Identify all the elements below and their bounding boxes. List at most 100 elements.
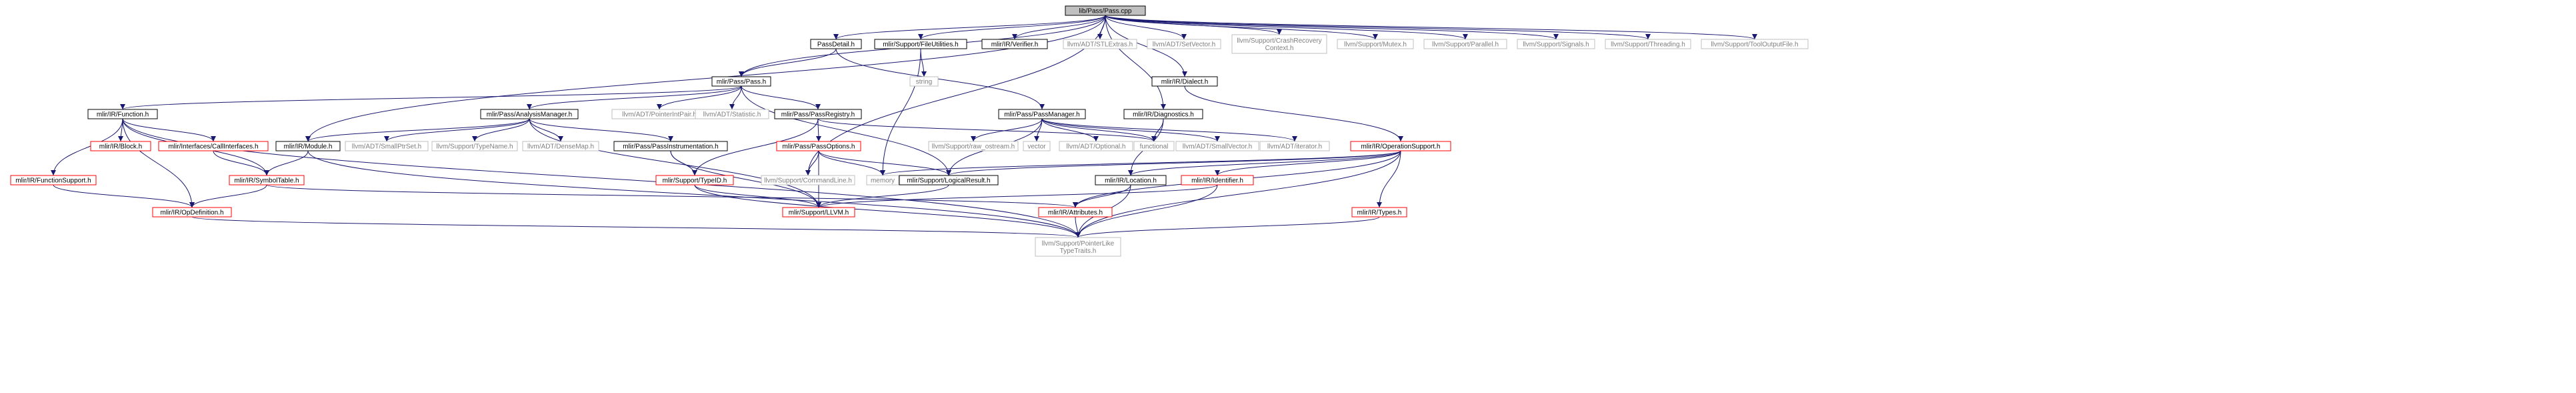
- node-moduleh[interactable]: mlir/IR/Module.h: [275, 141, 341, 151]
- node-label-statistic: llvm/ADT/Statistic.h: [703, 111, 761, 119]
- node-label-fileutil: mlir/Support/FileUtilities.h: [883, 41, 958, 49]
- node-commandline: llvm/Support/CommandLine.h: [761, 175, 855, 185]
- node-logicalresult[interactable]: mlir/Support/LogicalResult.h: [899, 175, 999, 185]
- edge-function-to-opdefinition: [122, 118, 195, 208]
- node-label-passinstr: mlir/Pass/PassInstrumentation.h: [623, 143, 718, 151]
- node-label-funcsupport: mlir/IR/FunctionSupport.h: [15, 177, 91, 185]
- edge-pass_cpp-to-signals: [1105, 15, 1559, 40]
- node-label-block: mlir/IR/Block.h: [99, 143, 142, 151]
- edge-passoptions-to-commandline: [805, 150, 819, 176]
- node-parallel: llvm/Support/Parallel.h: [1423, 39, 1507, 49]
- node-block[interactable]: mlir/IR/Block.h: [90, 141, 151, 151]
- node-box-dialect: [1151, 76, 1218, 87]
- edge-symboltable-to-opdefinition: [189, 184, 267, 208]
- node-funcsupport[interactable]: mlir/IR/FunctionSupport.h: [10, 175, 97, 185]
- node-label-identifier: mlir/IR/Identifier.h: [1191, 177, 1243, 185]
- edge-opsupport-to-identifier: [1215, 150, 1401, 176]
- node-dialect[interactable]: mlir/IR/Dialect.h: [1151, 76, 1218, 87]
- edge-analysismgr-to-densemap: [529, 118, 563, 142]
- node-identifier[interactable]: mlir/IR/Identifier.h: [1181, 175, 1254, 185]
- node-pass_cpp[interactable]: lib/Pass/Pass.cpp: [1065, 5, 1146, 16]
- edge-passh-to-statistic: [729, 85, 742, 110]
- edge-passregistry-to-typeid: [692, 118, 819, 176]
- node-location[interactable]: mlir/IR/Location.h: [1095, 175, 1167, 185]
- node-types[interactable]: mlir/IR/Types.h: [1351, 207, 1407, 218]
- node-label-diagnostics: mlir/IR/Diagnostics.h: [1133, 111, 1194, 119]
- node-label-setvector: llvm/ADT/SetVector.h: [1153, 41, 1215, 49]
- node-passmanager[interactable]: mlir/Pass/PassManager.h: [998, 109, 1086, 119]
- edge-passdetail-to-passmanager: [835, 48, 1045, 110]
- node-box-llvmh: [782, 207, 855, 218]
- node-llvmh[interactable]: mlir/Support/LLVM.h: [782, 207, 855, 218]
- node-passh[interactable]: mlir/Pass/Pass.h: [711, 76, 771, 87]
- node-label-passdetail: PassDetail.h: [817, 41, 855, 49]
- edge-passregistry-to-passoptions: [815, 118, 821, 142]
- node-label-crashrecovery-line-2: Context.h: [1265, 45, 1294, 52]
- edge-passh-to-function: [120, 85, 742, 110]
- edge-opsupport-to-ptrliketypetraits: [1075, 150, 1401, 238]
- node-callinterfaces[interactable]: mlir/Interfaces/CallInterfaces.h: [158, 141, 269, 151]
- node-signals: llvm/Support/Signals.h: [1517, 39, 1595, 49]
- edge-dialect-to-opsupport: [1184, 85, 1403, 142]
- edge-pass_cpp-to-setvector: [1105, 15, 1187, 40]
- node-box-passmanager: [998, 109, 1086, 119]
- edge-identifier-to-llvmh: [816, 184, 1218, 208]
- node-densemap: llvm/ADT/DenseMap.h: [522, 141, 599, 151]
- node-passoptions[interactable]: mlir/Pass/PassOptions.h: [776, 141, 861, 151]
- node-ptrintpair: llvm/ADT/PointerIntPair.h: [611, 109, 707, 119]
- node-function[interactable]: mlir/IR/Function.h: [87, 109, 158, 119]
- node-label-types: mlir/IR/Types.h: [1357, 210, 1402, 217]
- node-attributes[interactable]: mlir/IR/Attributes.h: [1038, 207, 1113, 218]
- node-label-passregistry: mlir/Pass/PassRegistry.h: [781, 111, 855, 119]
- edge-location-to-attributes: [1073, 184, 1131, 208]
- node-label-functional: functional: [1140, 143, 1169, 151]
- node-box-parallel: [1423, 39, 1507, 49]
- edge-passmanager-to-rawostream: [971, 118, 1043, 142]
- node-box-moduleh: [275, 141, 341, 151]
- node-box-identifier: [1181, 175, 1254, 185]
- node-box-location: [1095, 175, 1167, 185]
- node-box-rawostream: [928, 141, 1019, 151]
- node-statistic: llvm/ADT/Statistic.h: [695, 109, 769, 119]
- node-symboltable[interactable]: mlir/IR/SymbolTable.h: [229, 175, 305, 185]
- node-smallptrset: llvm/ADT/SmallPtrSet.h: [345, 141, 429, 151]
- node-box-tooloutput: [1701, 39, 1809, 49]
- node-label-function: mlir/IR/Function.h: [97, 111, 149, 119]
- edge-pass_cpp-to-fileutil: [918, 15, 1106, 40]
- node-passinstr[interactable]: mlir/Pass/PassInstrumentation.h: [613, 141, 728, 151]
- edge-passmanager-to-functional: [1041, 118, 1157, 142]
- edge-passh-to-analysismgr: [527, 85, 742, 110]
- node-label-llvmh: mlir/Support/LLVM.h: [789, 210, 849, 217]
- node-string: string: [909, 76, 939, 87]
- node-box-threading: [1605, 39, 1691, 49]
- node-fileutil[interactable]: mlir/Support/FileUtilities.h: [874, 39, 967, 49]
- node-box-opdefinition: [152, 207, 232, 218]
- edge-pass_cpp-to-moduleh: [305, 15, 1106, 142]
- node-label-iterator: llvm/ADT/iterator.h: [1267, 143, 1322, 151]
- edge-function-to-callinterfaces: [122, 118, 216, 142]
- node-opsupport[interactable]: mlir/IR/OperationSupport.h: [1350, 141, 1451, 151]
- edge-pass_cpp-to-parallel: [1105, 15, 1468, 40]
- node-label-moduleh: mlir/IR/Module.h: [284, 143, 333, 151]
- node-opdefinition[interactable]: mlir/IR/OpDefinition.h: [152, 207, 232, 218]
- node-box-crashrecovery: [1231, 34, 1327, 54]
- node-label-pass_cpp: lib/Pass/Pass.cpp: [1079, 8, 1132, 15]
- node-box-string: [909, 76, 939, 87]
- edge-analysismgr-to-moduleh: [305, 118, 530, 142]
- node-diagnostics[interactable]: mlir/IR/Diagnostics.h: [1123, 109, 1203, 119]
- node-box-vector: [1023, 141, 1051, 151]
- node-typeid[interactable]: mlir/Support/TypeID.h: [655, 175, 734, 185]
- node-box-passregistry: [774, 109, 862, 119]
- node-passregistry[interactable]: mlir/Pass/PassRegistry.h: [774, 109, 862, 119]
- node-analysismgr[interactable]: mlir/Pass/AnalysisManager.h: [480, 109, 579, 119]
- node-verifier[interactable]: mlir/IR/Verifier.h: [981, 39, 1048, 49]
- node-box-signals: [1517, 39, 1595, 49]
- edge-passoptions-to-memory: [818, 150, 885, 176]
- edge-passdetail-to-passh: [739, 48, 837, 77]
- node-passdetail[interactable]: PassDetail.h: [810, 39, 862, 49]
- node-label-passh: mlir/Pass/Pass.h: [717, 79, 766, 86]
- node-functional: functional: [1133, 141, 1175, 151]
